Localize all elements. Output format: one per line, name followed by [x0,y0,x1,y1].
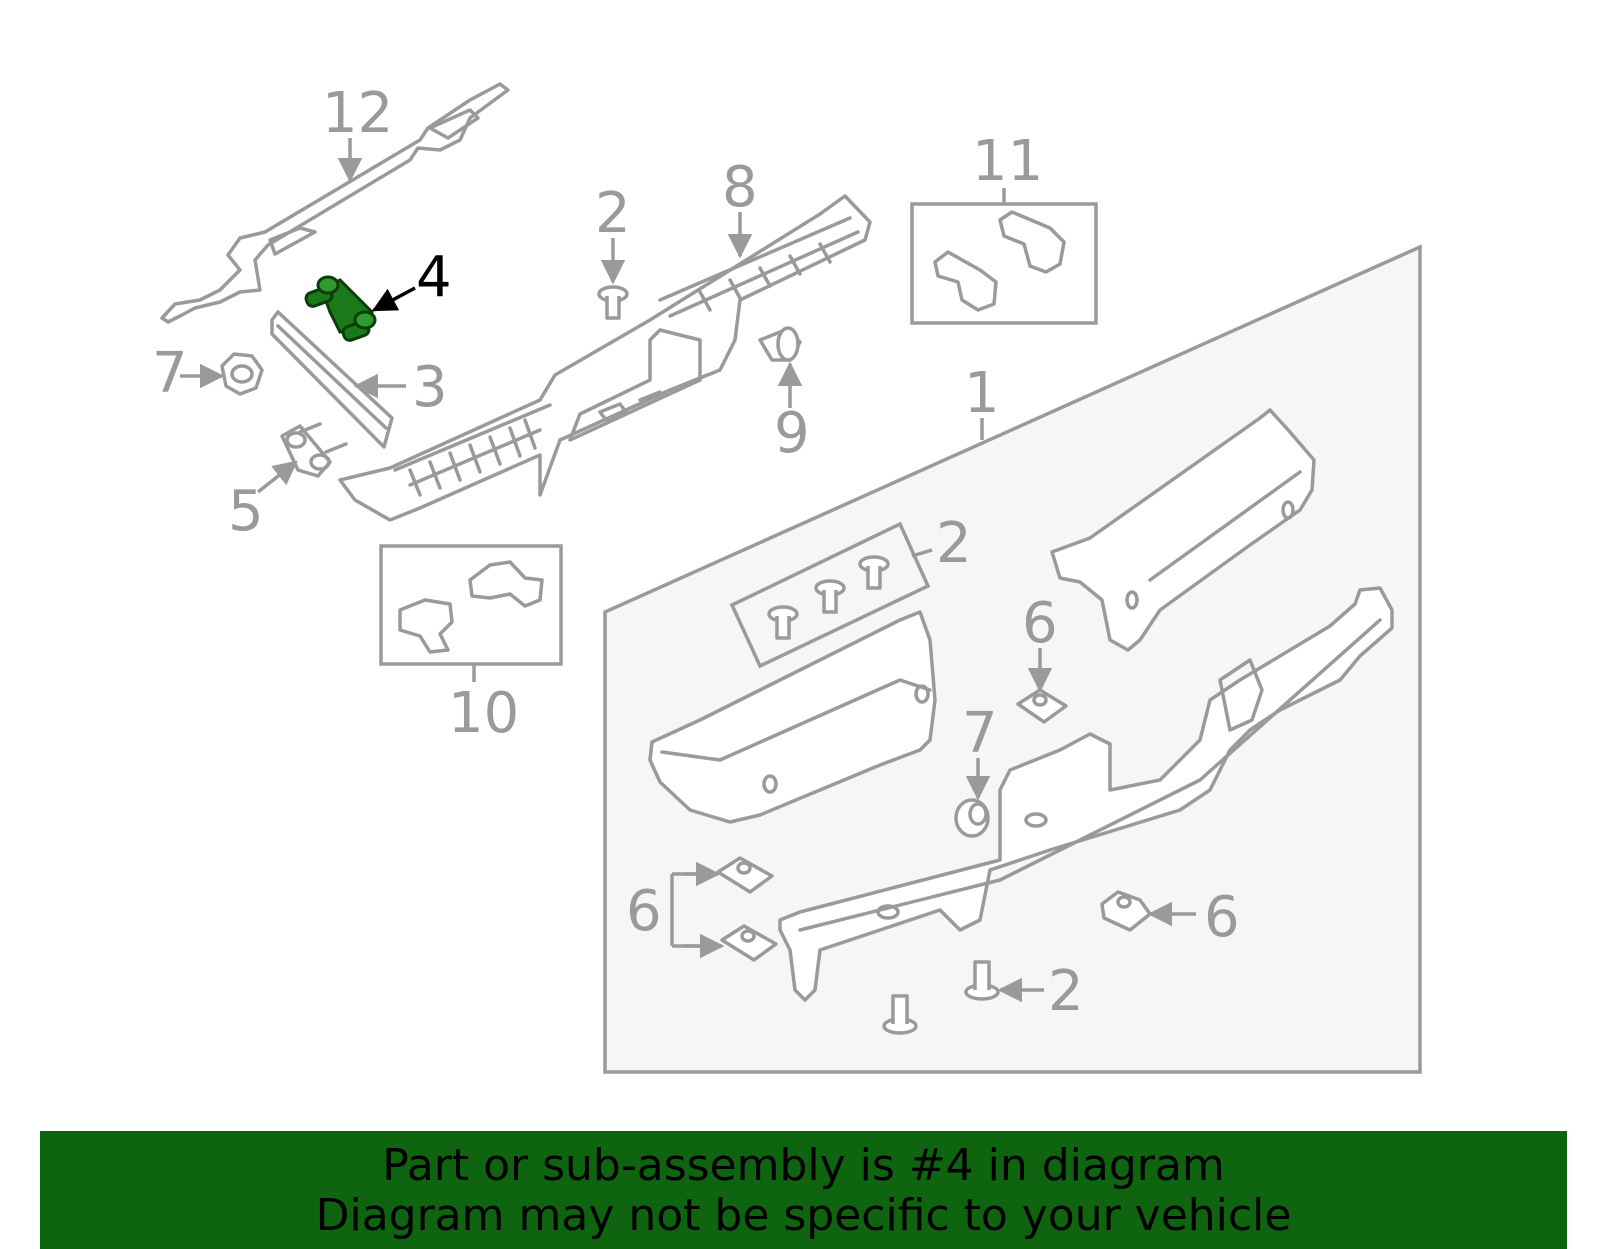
part-12-rod [160,82,510,324]
callout-11: 11 [972,129,1043,194]
callout-labels: 12 4 7 3 5 2 8 9 11 10 1 2 6 7 6 6 2 [152,81,1240,1024]
banner-line-2: Diagram may not be specific to your vehi… [315,1190,1292,1241]
callout-4: 4 [416,245,452,310]
part-6-clip-c [720,924,778,962]
callout-6-top: 6 [1022,591,1058,656]
part-7-nut [220,352,264,396]
bumper-end-right [1050,408,1316,652]
info-banner: Part or sub-assembly is #4 in diagram Di… [40,1131,1567,1249]
bumper-frame [778,586,1394,1002]
callout-6-right: 6 [1204,885,1240,950]
callout-9: 9 [774,401,810,466]
box-2-pins [729,521,931,669]
box-11 [910,202,1098,325]
part-8-step-pad [338,194,872,522]
part-6-clip-b [716,856,774,894]
part-2-pin-top [597,285,629,320]
part-2-bolt-b [882,994,918,1035]
callout-6-left: 6 [626,879,662,944]
part-5-bolt-plate [280,422,348,478]
part-6-clip-a [1016,688,1068,724]
callout-7-panel: 7 [962,701,998,766]
leader-lines [180,138,1196,1003]
callout-3: 3 [412,355,448,420]
part-7-nut-panel [954,798,990,838]
bumper-end-left [648,610,937,824]
callout-2-box: 2 [936,511,972,576]
box-10 [379,544,563,666]
callout-5: 5 [228,479,264,544]
callout-8: 8 [722,155,758,220]
part-4-bracket [304,275,377,342]
part-6-clip-d [1100,890,1152,932]
callout-10: 10 [448,681,519,746]
part-3-strip [270,310,394,449]
callout-7-left: 7 [152,341,188,406]
banner-line-1: Part or sub-assembly is #4 in diagram [382,1140,1225,1191]
callout-1: 1 [964,361,1000,426]
callout-2-bottom: 2 [1048,959,1084,1024]
callout-12: 12 [322,81,393,146]
part-9-fastener [758,326,802,362]
callout-2-top: 2 [595,181,631,246]
